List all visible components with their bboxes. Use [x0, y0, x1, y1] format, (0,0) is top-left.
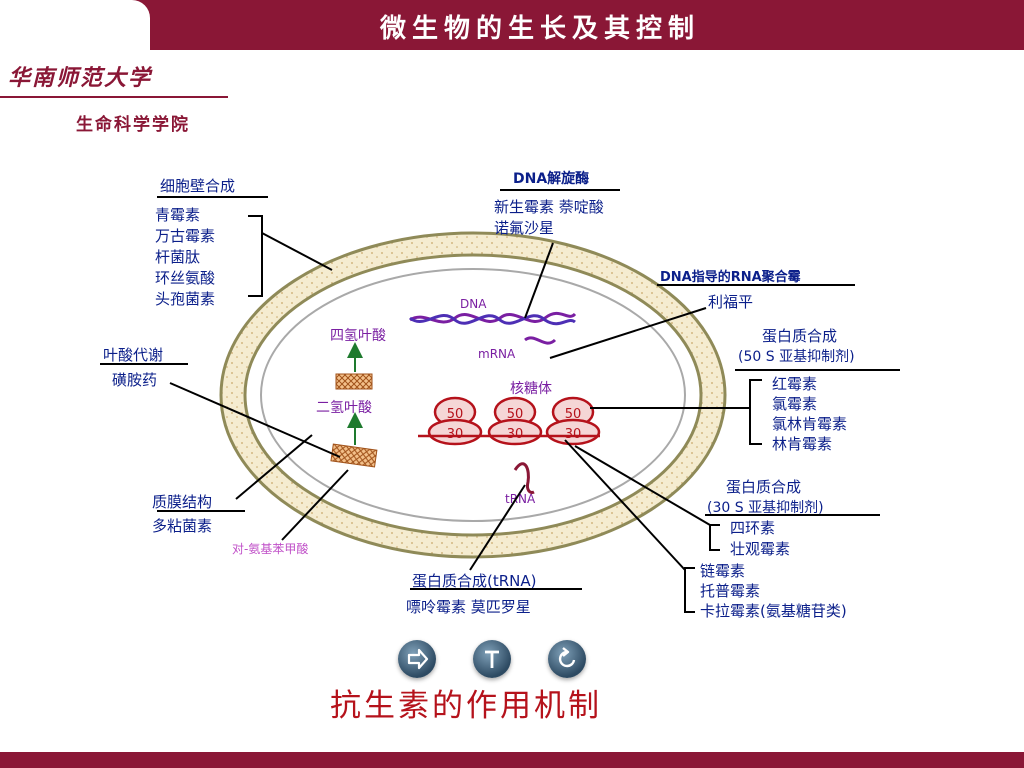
divider [0, 96, 228, 98]
return-icon [558, 647, 576, 668]
university-name: 华南师范大学 [8, 65, 153, 91]
thf-label: 四氢叶酸 [330, 328, 386, 344]
page-title: 微生物的生长及其控制 [379, 14, 700, 44]
cell-wall-item: 万古霉素 [155, 227, 216, 245]
enzyme-box-upper [335, 373, 373, 390]
cell-wall-title: 细胞壁合成 [160, 177, 236, 195]
membrane-title: 质膜结构 [152, 493, 213, 511]
cell-wall-item: 杆菌肽 [155, 248, 201, 266]
leader-lines [100, 189, 900, 613]
ribosome-3 [545, 396, 601, 446]
dna-helicase-list: 新生霉素 萘啶酸 诺氟沙星 [494, 197, 604, 239]
ribosome-30-label-2: 30 [507, 427, 524, 442]
ribosome-50-label-2: 50 [507, 407, 524, 422]
dna-helicase-item: 诺氟沙星 [494, 219, 555, 237]
aminoglycoside-item: 托普霉素 [700, 582, 761, 600]
slide-caption: 抗生素的作用机制 [330, 688, 602, 724]
cell-wall-item: 环丝氨酸 [155, 269, 216, 287]
dna-label: DNA [460, 297, 487, 311]
trna-label: tRNA [505, 492, 536, 506]
t-icon [485, 650, 499, 668]
mrna-strand [524, 336, 557, 345]
protein-50s-list: 红霉素 氯霉素 氯林肯霉素 林肯霉素 [772, 374, 847, 454]
ribosome-label: 核糖体 [510, 381, 552, 397]
rna-polymerase-item: 利福平 [708, 293, 754, 311]
protein-50s-item: 氯林肯霉素 [772, 415, 848, 433]
protein-trna-title: 蛋白质合成(tRNA) [412, 572, 537, 590]
ribosome-50-label-3: 50 [565, 407, 582, 422]
protein-30s-item: 壮观霉素 [730, 540, 791, 558]
arrow-right-icon [407, 648, 429, 670]
menu-button[interactable] [473, 640, 511, 678]
dhf-label: 二氢叶酸 [316, 400, 372, 416]
rna-polymerase-title: DNA指导的RNA聚合霉 [660, 270, 801, 285]
cell-wall-list: 青霉素 万古霉素 杆菌肽 环丝氨酸 头孢菌素 [155, 205, 215, 310]
cell-wall-item: 青霉素 [155, 206, 201, 224]
ribosome-30-label-3: 30 [565, 427, 582, 442]
protein-50s-title: 蛋白质合成 [762, 327, 838, 345]
protein-30s-list: 四环素 壮观霉素 [730, 518, 790, 560]
paba-label: 对-氨基苯甲酸 [232, 541, 308, 556]
protein-trna-item: 嘌呤霉素 莫匹罗星 [406, 598, 531, 616]
trna-strand [513, 462, 535, 494]
protein-50s-item: 氯霉素 [772, 395, 818, 413]
mrna-label: mRNA [478, 347, 516, 361]
logo-tab [0, 0, 150, 62]
folate-item: 磺胺药 [112, 371, 158, 389]
ribosome-2 [487, 396, 543, 446]
ribosome-30-label-1: 30 [447, 427, 464, 442]
protein-30s-subtitle: (30 S 亚基抑制剂) [707, 500, 824, 516]
footer-bar [0, 752, 1024, 768]
next-button[interactable] [398, 640, 436, 678]
protein-30s-title: 蛋白质合成 [726, 478, 802, 496]
folate-title: 叶酸代谢 [103, 346, 164, 364]
protein-50s-item: 红霉素 [772, 375, 818, 393]
enzyme-box-lower [330, 443, 378, 468]
protein-50s-subtitle: (50 S 亚基抑制剂) [738, 349, 855, 365]
school-name: 生命科学学院 [76, 115, 190, 135]
membrane-item: 多粘菌素 [152, 517, 213, 535]
return-button[interactable] [548, 640, 586, 678]
aminoglycoside-item: 卡拉霉素(氨基糖苷类) [700, 602, 847, 620]
aminoglycoside-list: 链霉素 托普霉素 卡拉霉素(氨基糖苷类) [700, 561, 847, 621]
ribosome-50-label-1: 50 [447, 407, 464, 422]
dna-helicase-item: 新生霉素 萘啶酸 [494, 198, 604, 216]
dna-helicase-title: DNA解旋酶 [513, 171, 590, 187]
protein-30s-item: 四环素 [730, 519, 776, 537]
cell-wall-item: 头孢菌素 [155, 290, 216, 308]
header-bar [0, 0, 1024, 50]
ribosome-1 [427, 396, 483, 446]
aminoglycoside-item: 链霉素 [700, 562, 746, 580]
protein-50s-item: 林肯霉素 [772, 435, 833, 453]
dna-strand [409, 311, 577, 326]
